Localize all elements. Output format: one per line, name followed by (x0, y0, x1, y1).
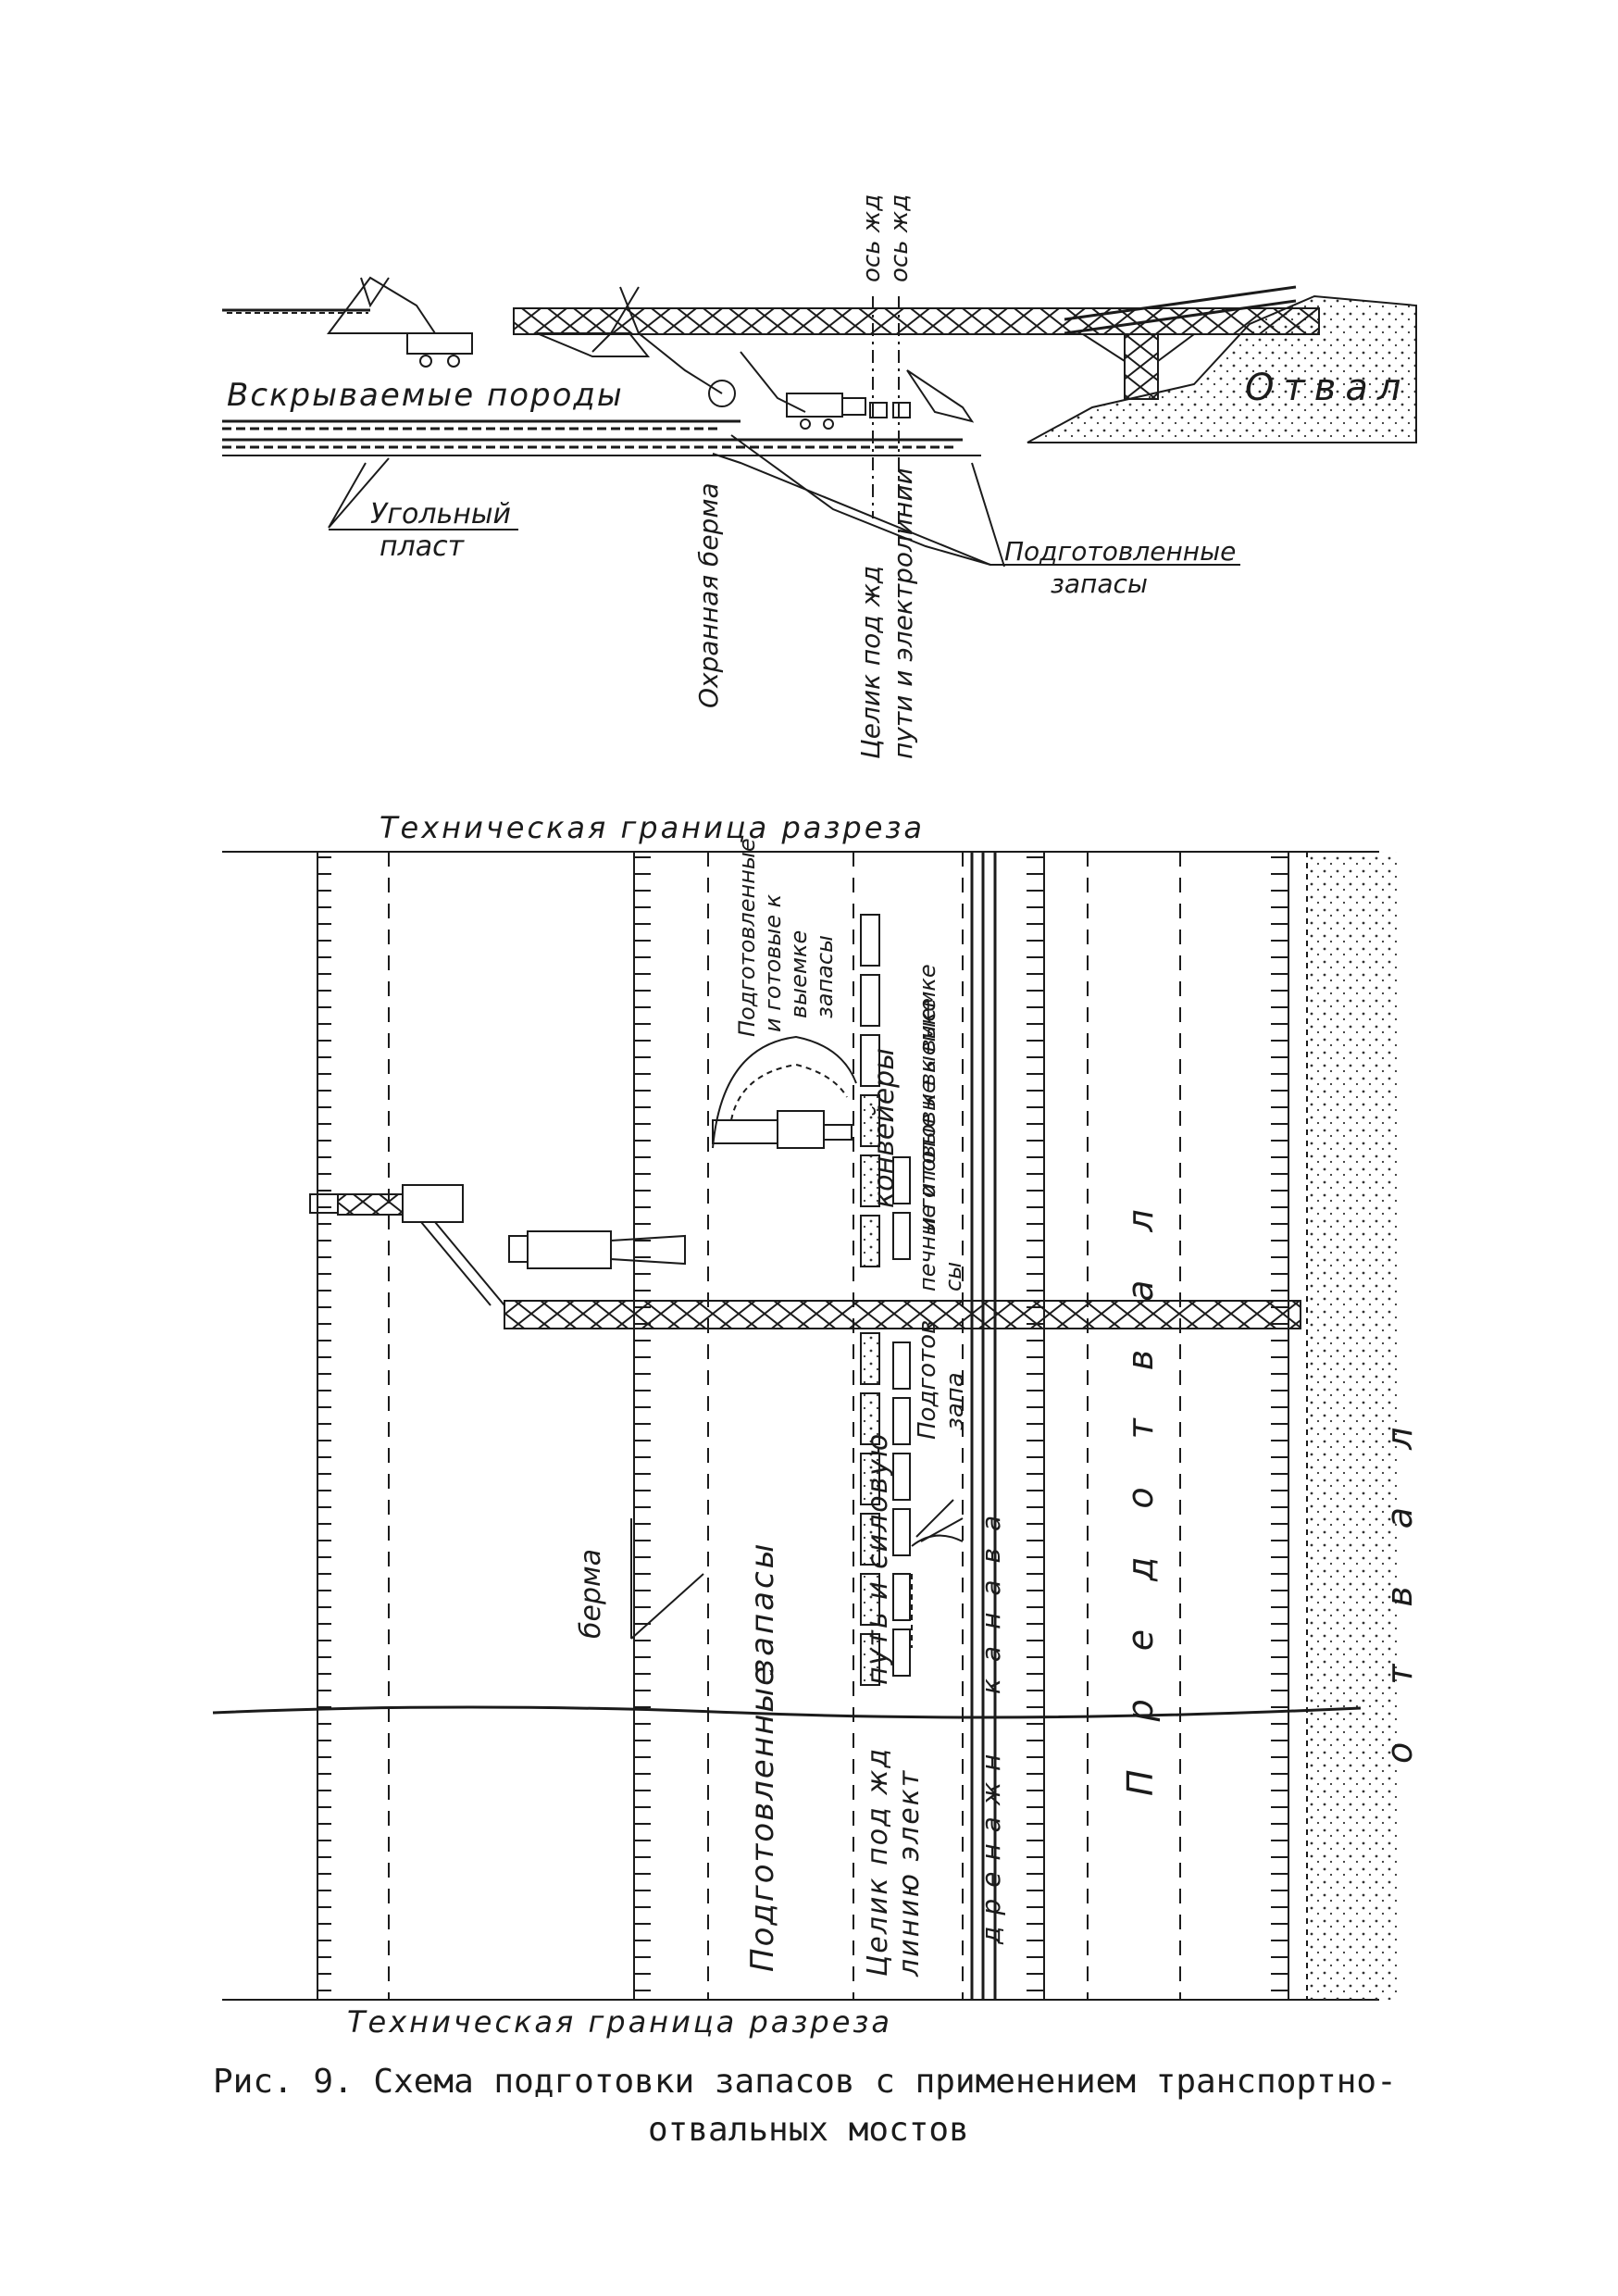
conveyors-label: конвейеры (868, 1048, 901, 1208)
conveyor-line (860, 914, 911, 1686)
path-label-2: Целик под жд (862, 1747, 894, 1977)
excavator-plan-upper (712, 1035, 857, 1149)
seam-label-1: Угольный (370, 498, 511, 530)
prepared-short-label-2: запа (941, 1372, 969, 1430)
ground-surface (222, 308, 370, 314)
dump-label: Отвал (1245, 367, 1410, 409)
boundary-bottom-label: Техническая граница разреза (347, 2004, 892, 2040)
bench-edge-4 (1271, 852, 1289, 2000)
ready-reserves-label-3: выемке (786, 930, 812, 1018)
rail-pillar-label-2: пути и электролинии (888, 468, 918, 759)
excavator-left (327, 276, 473, 368)
prepared-reserves-plan-label-1: Подготовленные (744, 1665, 781, 1972)
ready-reserves-label-1: Подготовленные (734, 838, 760, 1037)
drainage-canal (970, 852, 997, 2000)
bench-edge-3 (1027, 852, 1045, 2000)
spreader-plan (309, 1184, 505, 1306)
ready-right-label-1: и готовые к выемке (915, 998, 940, 1231)
otval-label: отвал (1379, 1370, 1420, 1764)
seam-label-2: пласт (380, 530, 466, 563)
prepared-leader (971, 462, 1240, 568)
ready-reserves-label-4: запасы (812, 935, 838, 1018)
overburden-label: Вскрываемые породы (227, 377, 624, 414)
path-label-3: линию элект (893, 1769, 926, 1978)
rail-axis-label-2: ось жд (886, 194, 914, 282)
path-label-1: путь и силовую (862, 1432, 894, 1685)
prepared-reserves-label-2: запасы (1051, 568, 1148, 599)
predotval-label: Предотвал (1120, 1161, 1161, 1796)
excavator-bucketwheel (536, 286, 736, 407)
bench-edge-2 (633, 852, 651, 2000)
canal-label: канава (976, 1499, 1006, 1694)
berm-label: берма (575, 1549, 607, 1639)
prepared-reserves-label-1: Подготовленные (1004, 536, 1236, 567)
figure-caption-line-1: Рис. 9. Схема подготовки запасов с приме… (213, 2063, 1397, 2101)
dump-zone (1310, 852, 1398, 2000)
boundary-top-label: Техническая граница разреза (380, 810, 925, 845)
plan-view: Техническая граница разреза Техническая … (212, 810, 1420, 2040)
prepared-short-label-1: Подготов (914, 1320, 941, 1440)
rail-pillar-label-1: Целик под жд (855, 566, 886, 759)
bench-edge-1 (317, 852, 331, 2000)
break-line (212, 1705, 1362, 1719)
drainage-label: дренажн (976, 1743, 1006, 1945)
coal-seam (222, 419, 981, 456)
rail-axis-label-1: ось жд (858, 194, 886, 282)
ready-right-label-2: печные и готовые к выемке (915, 964, 940, 1292)
section-view: ось жд ось жд Вскрываемые породы Отвал У… (222, 194, 1417, 759)
excavator-plan-middle (508, 1230, 686, 1269)
transport-bridge (513, 285, 1320, 400)
seam-leader (328, 457, 390, 529)
ready-right-label-3: сы (940, 1262, 966, 1292)
spreader-machines (740, 351, 975, 430)
figure-caption-line-2: отвальных мостов (648, 2111, 969, 2149)
excavator-plan-lower (911, 1499, 964, 1648)
ready-reserves-label-2: и готовые к (760, 893, 786, 1032)
berm-leader (630, 1573, 704, 1640)
bridge-plan (504, 1300, 1301, 1329)
pit-slope (730, 434, 991, 566)
protective-berm-label: Охранная берма (693, 482, 724, 708)
prepared-reserves-plan-label-2: запасы (744, 1541, 781, 1676)
